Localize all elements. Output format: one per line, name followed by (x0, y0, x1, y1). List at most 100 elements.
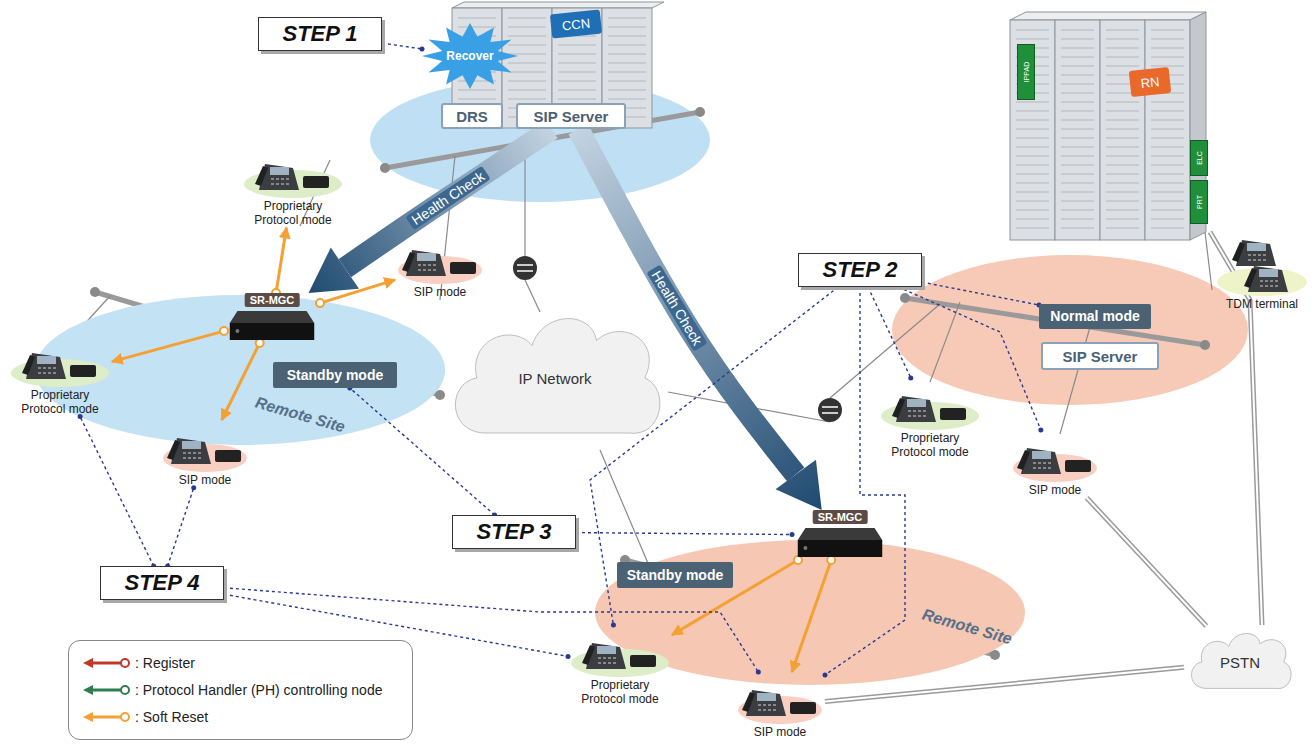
server-rack-part (1151, 174, 1184, 175)
leader-connector (898, 287, 1040, 430)
node-label: STEP 2 (823, 257, 898, 283)
phone-picture-part (215, 450, 241, 462)
server-rack-part (508, 27, 546, 28)
phone-picture-part (48, 372, 51, 374)
node-label: STEP 4 (125, 570, 200, 596)
phone-picture-part (255, 166, 268, 186)
leader-dot (756, 670, 761, 675)
server-rack-part (1061, 192, 1094, 193)
phone-picture-part (276, 178, 279, 180)
lan-bus-end-part (900, 293, 910, 303)
leader-dot (151, 564, 156, 569)
edge-group (825, 667, 1184, 701)
phone-picture-part (1263, 254, 1266, 256)
server-rack-part (608, 81, 646, 82)
leader-connector (576, 533, 792, 535)
server-rack-part (1151, 219, 1184, 220)
server-rack-part (508, 45, 546, 46)
server-rack-part (1100, 20, 1145, 240)
phone-picture-part (423, 264, 426, 266)
phone-picture-part (271, 178, 274, 180)
leader-dot (222, 585, 227, 590)
step-callout: STEP 4 (100, 566, 224, 600)
server-rack-part (608, 54, 646, 55)
server-rack-part (458, 90, 496, 91)
ip-phone: SIP mode (160, 420, 250, 488)
circuit-card: ELC (1190, 140, 1208, 176)
server-rack-part (558, 72, 596, 73)
network-drop-part (525, 280, 540, 312)
soft-connector (792, 560, 831, 672)
edge-group (222, 339, 264, 420)
soft-reset-origin (220, 327, 228, 335)
network-drop-part (600, 450, 650, 568)
node-label: IP Network (518, 370, 591, 387)
network-drop-part (1205, 232, 1212, 290)
phone-picture-part (281, 178, 284, 180)
server-box: SIP Server (1041, 342, 1159, 370)
phone-picture-part (271, 183, 274, 185)
phone-picture-part (53, 367, 56, 369)
server-rack-part (1151, 39, 1184, 40)
server-rack-part (1016, 165, 1049, 166)
leader-dot (574, 530, 579, 535)
node-label: TDM terminal (1214, 298, 1310, 312)
node-label: Proprietary Protocol mode (8, 389, 112, 417)
server-rack-part (1106, 39, 1139, 40)
phone-picture (1010, 430, 1100, 484)
phone-picture-part (1265, 280, 1268, 282)
phone-picture (735, 672, 825, 726)
health-connector (578, 129, 795, 474)
phone-picture-part (913, 410, 916, 412)
legend-row: : Soft Reset (81, 709, 400, 725)
lan-bus-end-part (90, 287, 100, 297)
legend-swatch-part (121, 686, 129, 694)
soft-reset-origin (794, 556, 802, 564)
node-label: IPPAD (1023, 62, 1030, 83)
health-connector (345, 129, 552, 268)
leader-connector (590, 287, 838, 625)
edge-group (272, 228, 286, 297)
server-rack-part (558, 63, 596, 64)
server-rack-part (1061, 183, 1094, 184)
server-rack-part (1055, 20, 1100, 240)
edge-group (309, 129, 552, 293)
server-rack-part (608, 45, 646, 46)
server-rack-part (1061, 228, 1094, 229)
server-rack-part (1016, 156, 1049, 157)
node-label: SIP mode (735, 726, 825, 740)
legend-text: : Protocol Handler (PH) controlling node (135, 682, 382, 698)
phone-picture-part (418, 269, 421, 271)
phone-picture-part (630, 655, 656, 667)
phone-picture-part (182, 441, 201, 449)
phone-picture-part (286, 183, 289, 185)
phone-picture-part (193, 452, 196, 454)
server-rack-part (558, 81, 596, 82)
leader-dot (1038, 428, 1043, 433)
server-rack-part (1106, 48, 1139, 49)
phone-picture-part (598, 657, 601, 659)
phone-picture-part (758, 709, 761, 711)
leader-dot (865, 285, 870, 290)
node-label: SR-MGC (245, 293, 300, 307)
server-rack-part (1016, 201, 1049, 202)
phone-picture-part (597, 646, 616, 654)
phone-picture-part (940, 408, 966, 420)
phone-picture-part (70, 365, 96, 377)
server-rack-part (1061, 30, 1094, 31)
server-rack-part (608, 72, 646, 73)
phone-picture-part (923, 410, 926, 412)
server-rack-part (1106, 201, 1139, 202)
server-rack-part (1016, 210, 1049, 211)
phone-picture-part (608, 657, 611, 659)
server-box: SIP Server (516, 103, 626, 129)
device-body-part (798, 528, 882, 540)
wire-connector (1087, 498, 1207, 626)
server-rack-part (1016, 138, 1049, 139)
node-label: RN (1140, 74, 1160, 91)
server-rack-part (508, 18, 546, 19)
phone-picture-part (286, 178, 289, 180)
server-rack-part (1061, 174, 1094, 175)
phone-picture-part (1270, 285, 1273, 287)
cloud-outline-part (455, 319, 659, 434)
